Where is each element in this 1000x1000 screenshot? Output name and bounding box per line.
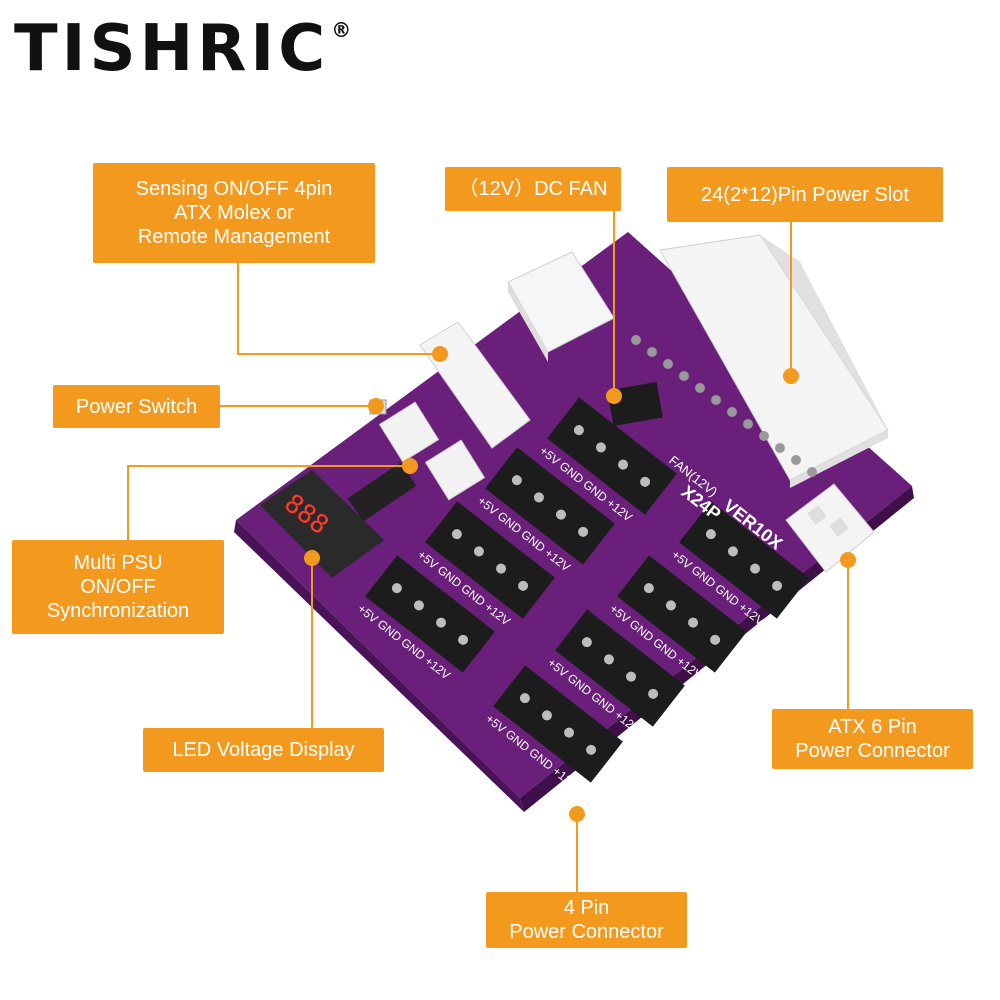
- slot-pin: [759, 431, 769, 441]
- callout-multi-psu: Multi PSU ON/OFF Synchronization: [12, 540, 224, 634]
- callout-sensing-line-1: Sensing ON/OFF 4pin: [135, 178, 333, 200]
- slot-pin: [663, 359, 673, 369]
- callout-multi-psu-line-1: Multi PSU: [73, 552, 163, 574]
- slot-pin: [711, 395, 721, 405]
- callout-sensing-line-3: Remote Management: [137, 226, 331, 248]
- callout-4pin-connector: 4 Pin Power Connector: [486, 892, 687, 948]
- slot-pin: [791, 455, 801, 465]
- slot-pin: [631, 335, 641, 345]
- callout-24pin-slot: 24(2*12)Pin Power Slot: [667, 167, 943, 222]
- brand-name: TISHRIC: [14, 12, 330, 86]
- callout-atx6-line-1: ATX 6 Pin: [828, 716, 917, 738]
- sync-header-1: [378, 401, 440, 463]
- slot-pin: [807, 467, 817, 477]
- atx-6pin-connector: [785, 483, 875, 573]
- registered-mark: ®: [331, 18, 356, 42]
- led-voltage-display: 888: [260, 470, 384, 578]
- callout-4pin-line-1: 4 Pin: [563, 897, 610, 919]
- callout-power-switch: Power Switch: [53, 385, 220, 428]
- slot-pin: [695, 383, 705, 393]
- slot-pin: [727, 407, 737, 417]
- callout-multi-psu-line-3: Synchronization: [46, 600, 190, 622]
- ic-chip: [347, 462, 417, 522]
- callout-dc-fan: （12V）DC FAN: [445, 167, 621, 211]
- callout-power-switch-label: Power Switch: [75, 395, 198, 418]
- callout-leader-dots: [304, 346, 856, 822]
- callout-sensing-on-off: Sensing ON/OFF 4pin ATX Molex or Remote …: [93, 163, 375, 263]
- pcb-edge: [234, 520, 524, 812]
- callout-dc-fan-label: （12V）DC FAN: [458, 178, 608, 200]
- callout-led-display: LED Voltage Display: [143, 728, 384, 772]
- slot-pin: [647, 347, 657, 357]
- fan-power-connector: [507, 251, 615, 362]
- atx-24pin-slot: [631, 234, 889, 488]
- callout-atx6-line-2: Power Connector: [795, 740, 950, 762]
- slot-pin: [743, 419, 753, 429]
- callout-leader-lines: [127, 205, 849, 892]
- slot-pin: [775, 443, 785, 453]
- callout-24pin-label: 24(2*12)Pin Power Slot: [701, 183, 909, 206]
- brand-logo: TISHRIC®: [14, 12, 355, 86]
- callout-led-label: LED Voltage Display: [172, 739, 355, 761]
- slot-pin: [679, 371, 689, 381]
- callout-sensing-line-2: ATX Molex or: [174, 202, 294, 224]
- callout-atx-6pin: ATX 6 Pin Power Connector: [772, 709, 973, 769]
- callout-4pin-line-2: Power Connector: [509, 921, 664, 943]
- callout-multi-psu-line-2: ON/OFF: [80, 576, 156, 598]
- sync-header-2: [424, 439, 486, 501]
